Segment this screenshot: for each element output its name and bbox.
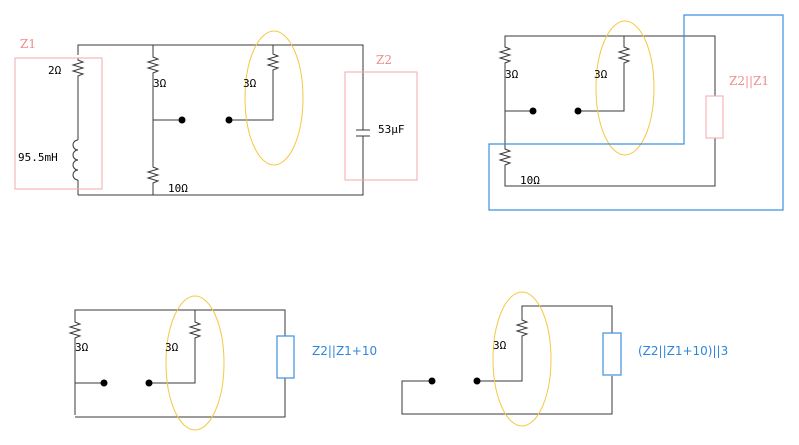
terminal-a — [178, 116, 186, 124]
capacitor-53uf — [356, 125, 370, 141]
terminal-a — [428, 377, 436, 385]
z-equivalent-box — [276, 335, 295, 379]
resistor-3ohm — [189, 319, 201, 341]
wire — [74, 309, 286, 336]
z-label: Z2||Z1+10 — [312, 344, 377, 358]
r3-label: 3Ω — [493, 339, 507, 352]
wire — [149, 340, 196, 384]
terminal-a — [529, 107, 537, 115]
terminal-b — [225, 116, 233, 124]
c-label: 53μF — [378, 123, 405, 136]
equivalent-region-outline — [488, 14, 784, 211]
resistor-3ohm — [618, 44, 630, 66]
r3a-label: 3Ω — [505, 68, 519, 81]
resistor-3ohm — [69, 319, 81, 341]
z-equivalent-box — [602, 332, 622, 376]
r3b-label: 3Ω — [243, 77, 257, 90]
resistor-3ohm — [516, 317, 528, 339]
terminal-b — [473, 377, 481, 385]
terminal-a — [100, 379, 108, 387]
r10-label: 10Ω — [520, 174, 540, 187]
r3a-label: 3Ω — [75, 341, 89, 354]
r10-label: 10Ω — [168, 182, 188, 195]
circuit-1: Z1 Z2 2Ω 95.5mH 3Ω 3Ω 10Ω 53μF — [14, 30, 418, 196]
wire — [78, 141, 364, 196]
terminal-b — [574, 107, 582, 115]
z1-box — [14, 57, 103, 190]
r3b-label: 3Ω — [165, 341, 179, 354]
z-label: Z2||Z1 — [729, 74, 769, 88]
wire — [477, 338, 523, 382]
highlight-ellipse — [244, 30, 304, 166]
wire — [401, 376, 613, 415]
z2-label: Z2 — [376, 53, 392, 67]
resistor-3ohm — [499, 44, 511, 66]
highlight-ellipse — [165, 295, 225, 431]
resistor-10ohm — [499, 146, 511, 168]
resistor-3ohm — [267, 51, 279, 73]
terminal-b — [145, 379, 153, 387]
resistor-2ohm — [72, 57, 84, 79]
resistor-10ohm — [147, 164, 159, 186]
r3b-label: 3Ω — [594, 68, 608, 81]
resistor-3ohm — [147, 54, 159, 76]
wire — [521, 305, 613, 333]
highlight-ellipse — [595, 20, 655, 156]
l-label: 95.5mH — [18, 151, 58, 164]
wire — [75, 378, 286, 418]
wire — [504, 138, 716, 187]
circuit-3: 3Ω 3Ω Z2||Z1+10 — [69, 295, 377, 431]
z2-box — [344, 71, 418, 181]
circuit-2: 3Ω 3Ω 10Ω Z2||Z1 — [488, 14, 784, 211]
z1-label: Z1 — [20, 37, 36, 51]
inductor-95mh — [72, 139, 79, 181]
r2-label: 2Ω — [48, 64, 62, 77]
highlight-ellipse — [492, 291, 552, 427]
r3a-label: 3Ω — [153, 77, 167, 90]
z-label: (Z2||Z1+10)||3 — [638, 344, 728, 358]
wire — [504, 35, 716, 96]
circuit-4: 3Ω (Z2||Z1+10)||3 — [401, 291, 728, 427]
wire — [229, 72, 274, 121]
wire — [578, 65, 625, 112]
z2-parallel-z1-box — [705, 95, 724, 139]
wire — [77, 44, 364, 125]
